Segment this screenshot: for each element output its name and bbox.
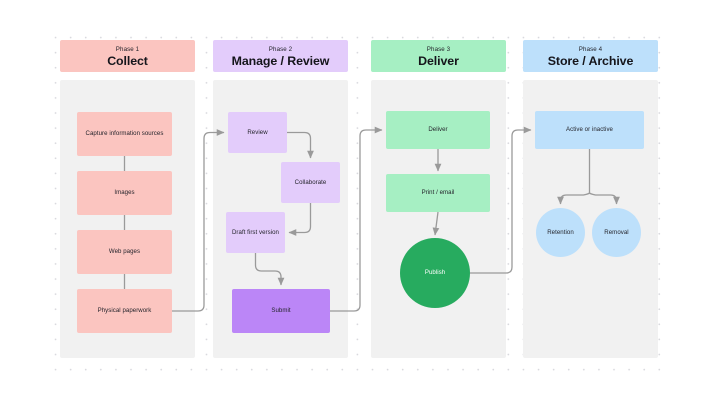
node-retention[interactable]: Retention	[536, 208, 585, 257]
swimlane-title-deliver: Deliver	[418, 54, 459, 68]
swimlane-phase-label-store-archive: Phase 4	[578, 46, 603, 53]
swimlane-title-store-archive: Store / Archive	[547, 54, 634, 68]
swimlane-phase-label-collect: Phase 1	[115, 46, 140, 53]
node-label-review: Review	[247, 128, 268, 136]
node-label-draft-first-version: Draft first version	[231, 228, 279, 236]
node-capture-information-sources[interactable]: Capture information sources	[77, 112, 172, 156]
node-label-removal: Removal	[604, 228, 629, 236]
node-physical-paperwork[interactable]: Physical paperwork	[77, 289, 172, 333]
node-review[interactable]: Review	[228, 112, 287, 153]
node-label-collaborate: Collaborate	[294, 178, 327, 186]
node-label-deliver: Deliver	[428, 126, 448, 133]
node-deliver[interactable]: Deliver	[386, 111, 490, 149]
node-active-or-inactive[interactable]: Active or inactive	[535, 111, 644, 149]
node-draft-first-version[interactable]: Draft first version	[226, 212, 285, 253]
node-publish[interactable]: Publish	[400, 238, 470, 308]
node-label-submit: Submit	[271, 307, 291, 314]
node-label-print-email: Print / email	[421, 189, 455, 196]
node-removal[interactable]: Removal	[592, 208, 641, 257]
swimlane-phase-label-manage-review: Phase 2	[268, 46, 293, 53]
node-web-pages[interactable]: Web pages	[77, 230, 172, 274]
node-print-email[interactable]: Print / email	[386, 174, 490, 212]
node-submit[interactable]: Submit	[232, 289, 330, 333]
node-label-active-or-inactive: Active or inactive	[566, 126, 613, 133]
swimlane-title-collect: Collect	[107, 54, 148, 68]
swimlane-phase-label-deliver: Phase 3	[426, 46, 451, 53]
node-collaborate[interactable]: Collaborate	[281, 162, 340, 203]
node-label-web-pages: Web pages	[108, 248, 141, 255]
node-label-publish: Publish	[424, 269, 446, 276]
node-label-capture-information-sources: Capture information sources	[85, 130, 164, 137]
swimlane-title-manage-review: Manage / Review	[231, 54, 330, 68]
node-images[interactable]: Images	[77, 171, 172, 215]
node-label-images: Images	[114, 189, 135, 196]
node-label-retention: Retention	[547, 228, 574, 236]
node-label-physical-paperwork: Physical paperwork	[97, 307, 152, 314]
